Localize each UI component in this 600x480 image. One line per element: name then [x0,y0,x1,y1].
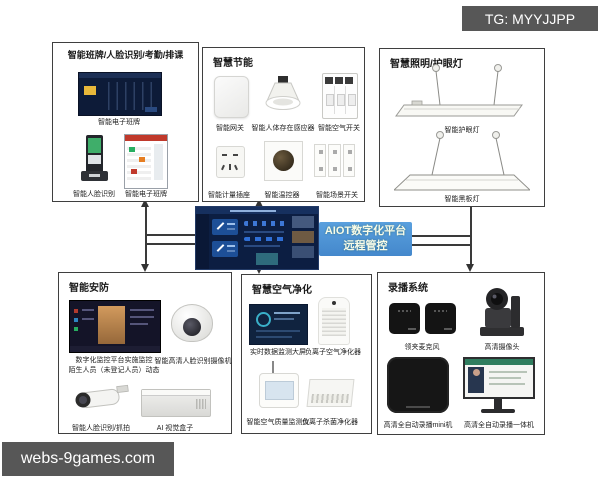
metering-socket-illustration [216,146,245,178]
air-quality-monitor-illustration [259,373,299,408]
monitor-screenshot-illustration [69,300,161,353]
dashboard-icon-row [244,221,288,226]
caption: 智能空气开关 [318,125,360,132]
arrow-down-right-icon [466,264,474,272]
arrow-down-left-icon [141,264,149,272]
dashboard-tile [292,231,314,243]
caption: 高清全自动录播一体机 [464,422,534,429]
ptz-camera-illustration [480,288,524,336]
watermark-telegram: TG: MYYJJPP [462,6,598,31]
dome-camera-illustration [171,304,213,342]
box-title: 智能班牌/人脸识别/考勤/排课 [67,50,184,60]
caption: 智能空气质量监测仪 [246,419,310,426]
arrow-up-left-icon [141,199,149,207]
caption: 智能网关 [216,125,244,132]
caption: 智能人脸识别 [73,191,115,198]
dashboard-topbar [196,207,318,214]
aio-recorder-illustration [463,357,535,415]
mini-recorder-illustration [387,357,449,413]
face-terminal-illustration [86,135,103,173]
connector-left-stub1 [146,234,195,236]
caption: 数字化监控平台实施监控 [75,357,153,364]
bullet-camera-illustration [75,384,129,409]
box-title: 智能安防 [69,283,109,294]
box-title: 智慧空气净化 [252,285,312,296]
connector-left-stub2 [146,243,195,245]
connector-right-stub1 [412,235,471,237]
dashboard-card [212,219,238,235]
ai-vision-box-illustration [141,389,211,417]
box-recording-system: 录播系统 领夹麦克风 高清摄像头 [377,272,545,435]
presence-sensor-illustration [265,76,301,110]
connector-right-stub2 [412,244,471,246]
platform-label-line2: 远程管控 [343,240,388,252]
caption: 领夹麦克风 [404,344,440,351]
box-smart-security: 智能安防 数字化监控平台实施监控 陌生人员（未登记人员）动态 智能高清人脸识别摄… [58,272,232,434]
box-air-purification: 智慧空气净化 实时数据监测大屏 负离子空气净化器 智能空气质量监测仪 负离子杀菌… [241,274,372,434]
eye-lamp-illustration [395,64,523,117]
caption: 负离子杀菌净化器 [302,419,358,426]
dashboard-sidebar [196,214,209,269]
sterilizer-purifier-illustration [306,379,355,407]
monitor-antenna [272,361,274,374]
caption: AI 视觉盒子 [156,425,194,432]
dashboard-card [212,241,238,257]
caption: 陌生人员（未登记人员）动态 [68,367,160,374]
face-terminal-base [81,171,108,181]
platform-label: AIOT数字化平台 远程管控 [319,222,412,256]
box-title: 智慧照明/护眼灯 [390,59,463,70]
caption: 实时数据监测大屏 [250,349,306,356]
dashboard-tile [292,216,314,228]
arrow-up-middle-icon [255,199,263,207]
box-title: 录播系统 [388,283,428,294]
scene-switch-illustration [314,144,355,177]
box-title: 智慧节能 [213,58,253,69]
lavalier-mic-illustration [425,303,456,334]
lavalier-mic-illustration [389,303,420,334]
caption: 智能护眼灯 [444,127,480,134]
caption: 负离子空气净化器 [305,349,361,356]
gateway-illustration [214,76,249,118]
eboard-screen-illustration [78,72,162,116]
blackboard-lamp-illustration [394,131,530,191]
central-dashboard-screen [195,206,319,270]
caption: 高清全自动录播mini机 [383,422,453,429]
dashboard-table-block [256,253,278,265]
air-breaker-illustration [322,73,358,119]
caption: 智能温控器 [264,192,300,199]
watermark-site: webs-9games.com [2,442,174,476]
air-purifier-illustration [318,297,350,345]
thermostat-illustration [264,141,303,181]
caption: 智能高清人脸识别摄像机 [154,358,232,365]
caption: 智能电子班牌 [125,191,167,198]
platform-label-line1: AIOT数字化平台 [324,225,407,237]
caption: 智能黑板灯 [444,196,480,203]
arrow-down-middle-icon [255,266,263,274]
caption: 智能人体存在感应器 [251,125,315,132]
caption: 智能场景开关 [316,192,358,199]
box-energy-saving: 智慧节能 智能网关 智能人体存在感应器 智能空气开关 [202,47,365,202]
box-smart-lighting: 智慧照明/护眼灯 智能护眼灯 智能黑板灯 [379,48,545,207]
box-smart-class-sign: 智能班牌/人脸识别/考勤/排课 智能电子班牌 智能人脸识别 智能电子班牌 [52,42,199,202]
connector-left-vertical [145,203,147,267]
caption: 智能电子班牌 [98,119,140,126]
air-data-screen-illustration [249,304,308,345]
epaper-sign-illustration [124,134,168,189]
caption: 智能计量插座 [208,192,250,199]
caption: 智能人脸识别/抓拍 [72,425,130,432]
dashboard-tile [292,246,314,258]
caption: 高清摄像头 [484,344,520,351]
